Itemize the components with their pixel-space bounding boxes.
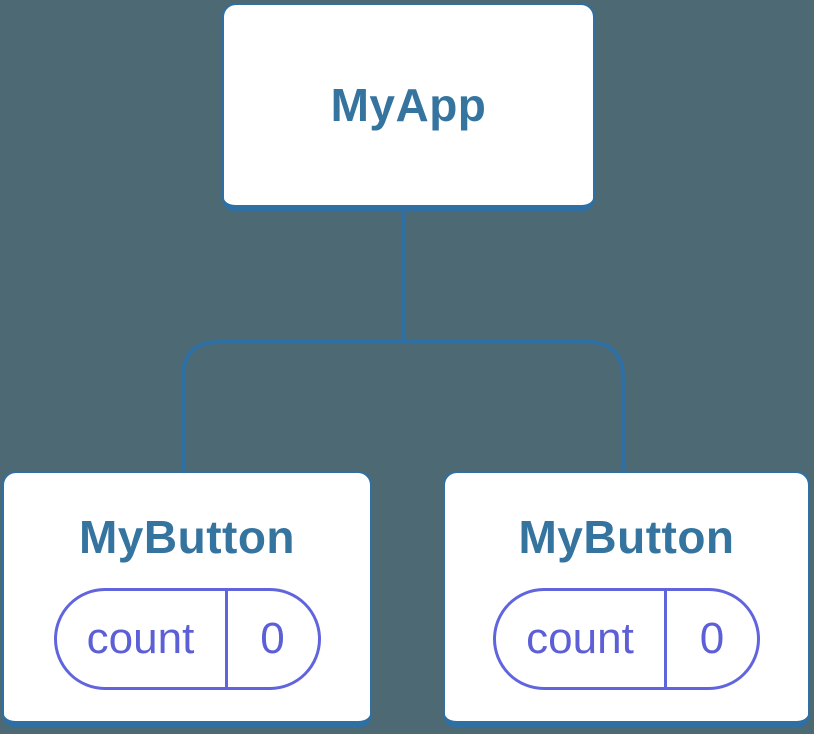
state-value: 0 bbox=[699, 614, 725, 663]
tree-node-child-right: MyButton count 0 bbox=[443, 471, 810, 728]
child-node-label: MyButton bbox=[518, 511, 735, 563]
state-value: 0 bbox=[260, 614, 285, 663]
state-key-label: count bbox=[57, 591, 228, 687]
state-pill: count 0 bbox=[53, 588, 321, 690]
tree-node-child-left: MyButton count 0 bbox=[2, 471, 372, 728]
state-key-label: count bbox=[496, 591, 667, 687]
tree-node-root: MyApp bbox=[222, 3, 595, 212]
root-node-label: MyApp bbox=[330, 79, 487, 131]
state-pill: count 0 bbox=[493, 588, 760, 690]
branch-bracket-line bbox=[181, 340, 625, 472]
child-node-label: MyButton bbox=[78, 511, 296, 563]
